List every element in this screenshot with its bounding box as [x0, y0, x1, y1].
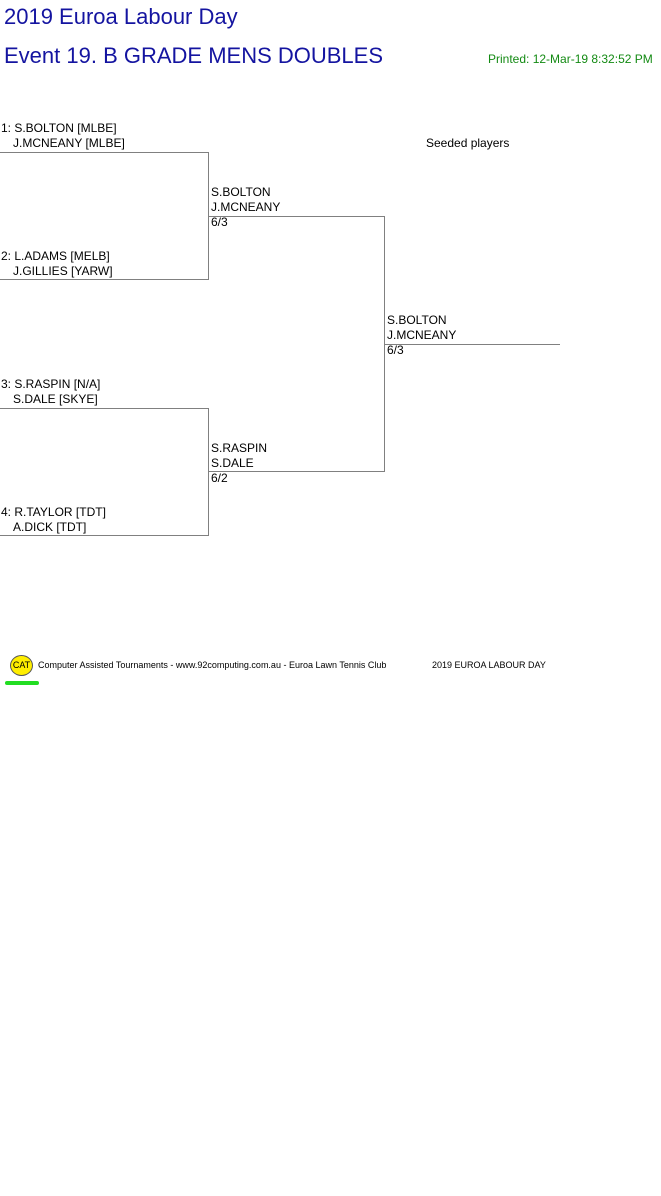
round1-entry-3-line1: 3: S.RASPIN [N/A]: [1, 377, 101, 391]
seeded-players-label: Seeded players: [426, 136, 510, 150]
tournament-title: 2019 Euroa Labour Day: [4, 4, 238, 29]
round1-entry-4-line2: A.DICK [TDT]: [13, 520, 87, 534]
bracket-line: [208, 216, 384, 217]
round2-match-2-player2: S.DALE: [211, 456, 254, 470]
logo-swoosh-icon: [5, 681, 39, 685]
round1-entry-4: 4: R.TAYLOR [TDT] A.DICK [TDT]: [1, 505, 106, 535]
bracket-line: [0, 535, 208, 536]
round1-entry-4-line1: 4: R.TAYLOR [TDT]: [1, 505, 106, 519]
bracket-line: [384, 344, 560, 345]
round1-entry-1-line2: J.MCNEANY [MLBE]: [13, 136, 125, 150]
round2-match-2-score: 6/2: [211, 471, 228, 485]
round2-match-2-player1: S.RASPIN: [211, 441, 268, 455]
cat-logo-icon: CAT: [10, 655, 33, 676]
round2-match-1-player2: J.MCNEANY: [211, 200, 281, 214]
bracket-line: [0, 152, 208, 153]
round2-match-1: S.BOLTON J.MCNEANY 6/3: [211, 185, 280, 230]
final-score: 6/3: [387, 343, 404, 357]
round1-entry-2: 2: L.ADAMS [MELB] J.GILLIES [YARW]: [1, 249, 113, 279]
round1-entry-2-line2: J.GILLIES [YARW]: [13, 264, 113, 278]
event-title: Event 19. B GRADE MENS DOUBLES: [4, 43, 384, 68]
bracket-line: [0, 279, 208, 280]
round2-match-1-player1: S.BOLTON: [211, 185, 271, 199]
footer-credit: Computer Assisted Tournaments - www.92co…: [38, 660, 387, 670]
round1-entry-3-line2: S.DALE [SKYE]: [13, 392, 98, 406]
footer-event-name: 2019 EUROA LABOUR DAY: [432, 660, 546, 670]
bracket-connector: [208, 408, 209, 536]
final-player2: J.MCNEANY: [387, 328, 457, 342]
round1-entry-2-line1: 2: L.ADAMS [MELB]: [1, 249, 110, 263]
round1-entry-1-line1: 1: S.BOLTON [MLBE]: [1, 121, 117, 135]
bracket-line: [0, 408, 208, 409]
round2-match-1-score: 6/3: [211, 215, 228, 229]
final-player1: S.BOLTON: [387, 313, 447, 327]
printed-timestamp: Printed: 12-Mar-19 8:32:52 PM: [488, 52, 653, 66]
round2-match-2: S.RASPIN S.DALE 6/2: [211, 441, 267, 486]
final-winner: S.BOLTON J.MCNEANY 6/3: [387, 313, 456, 358]
round1-entry-3: 3: S.RASPIN [N/A] S.DALE [SKYE]: [1, 377, 100, 407]
bracket-line: [208, 471, 384, 472]
round1-entry-1: 1: S.BOLTON [MLBE] J.MCNEANY [MLBE]: [1, 121, 125, 151]
